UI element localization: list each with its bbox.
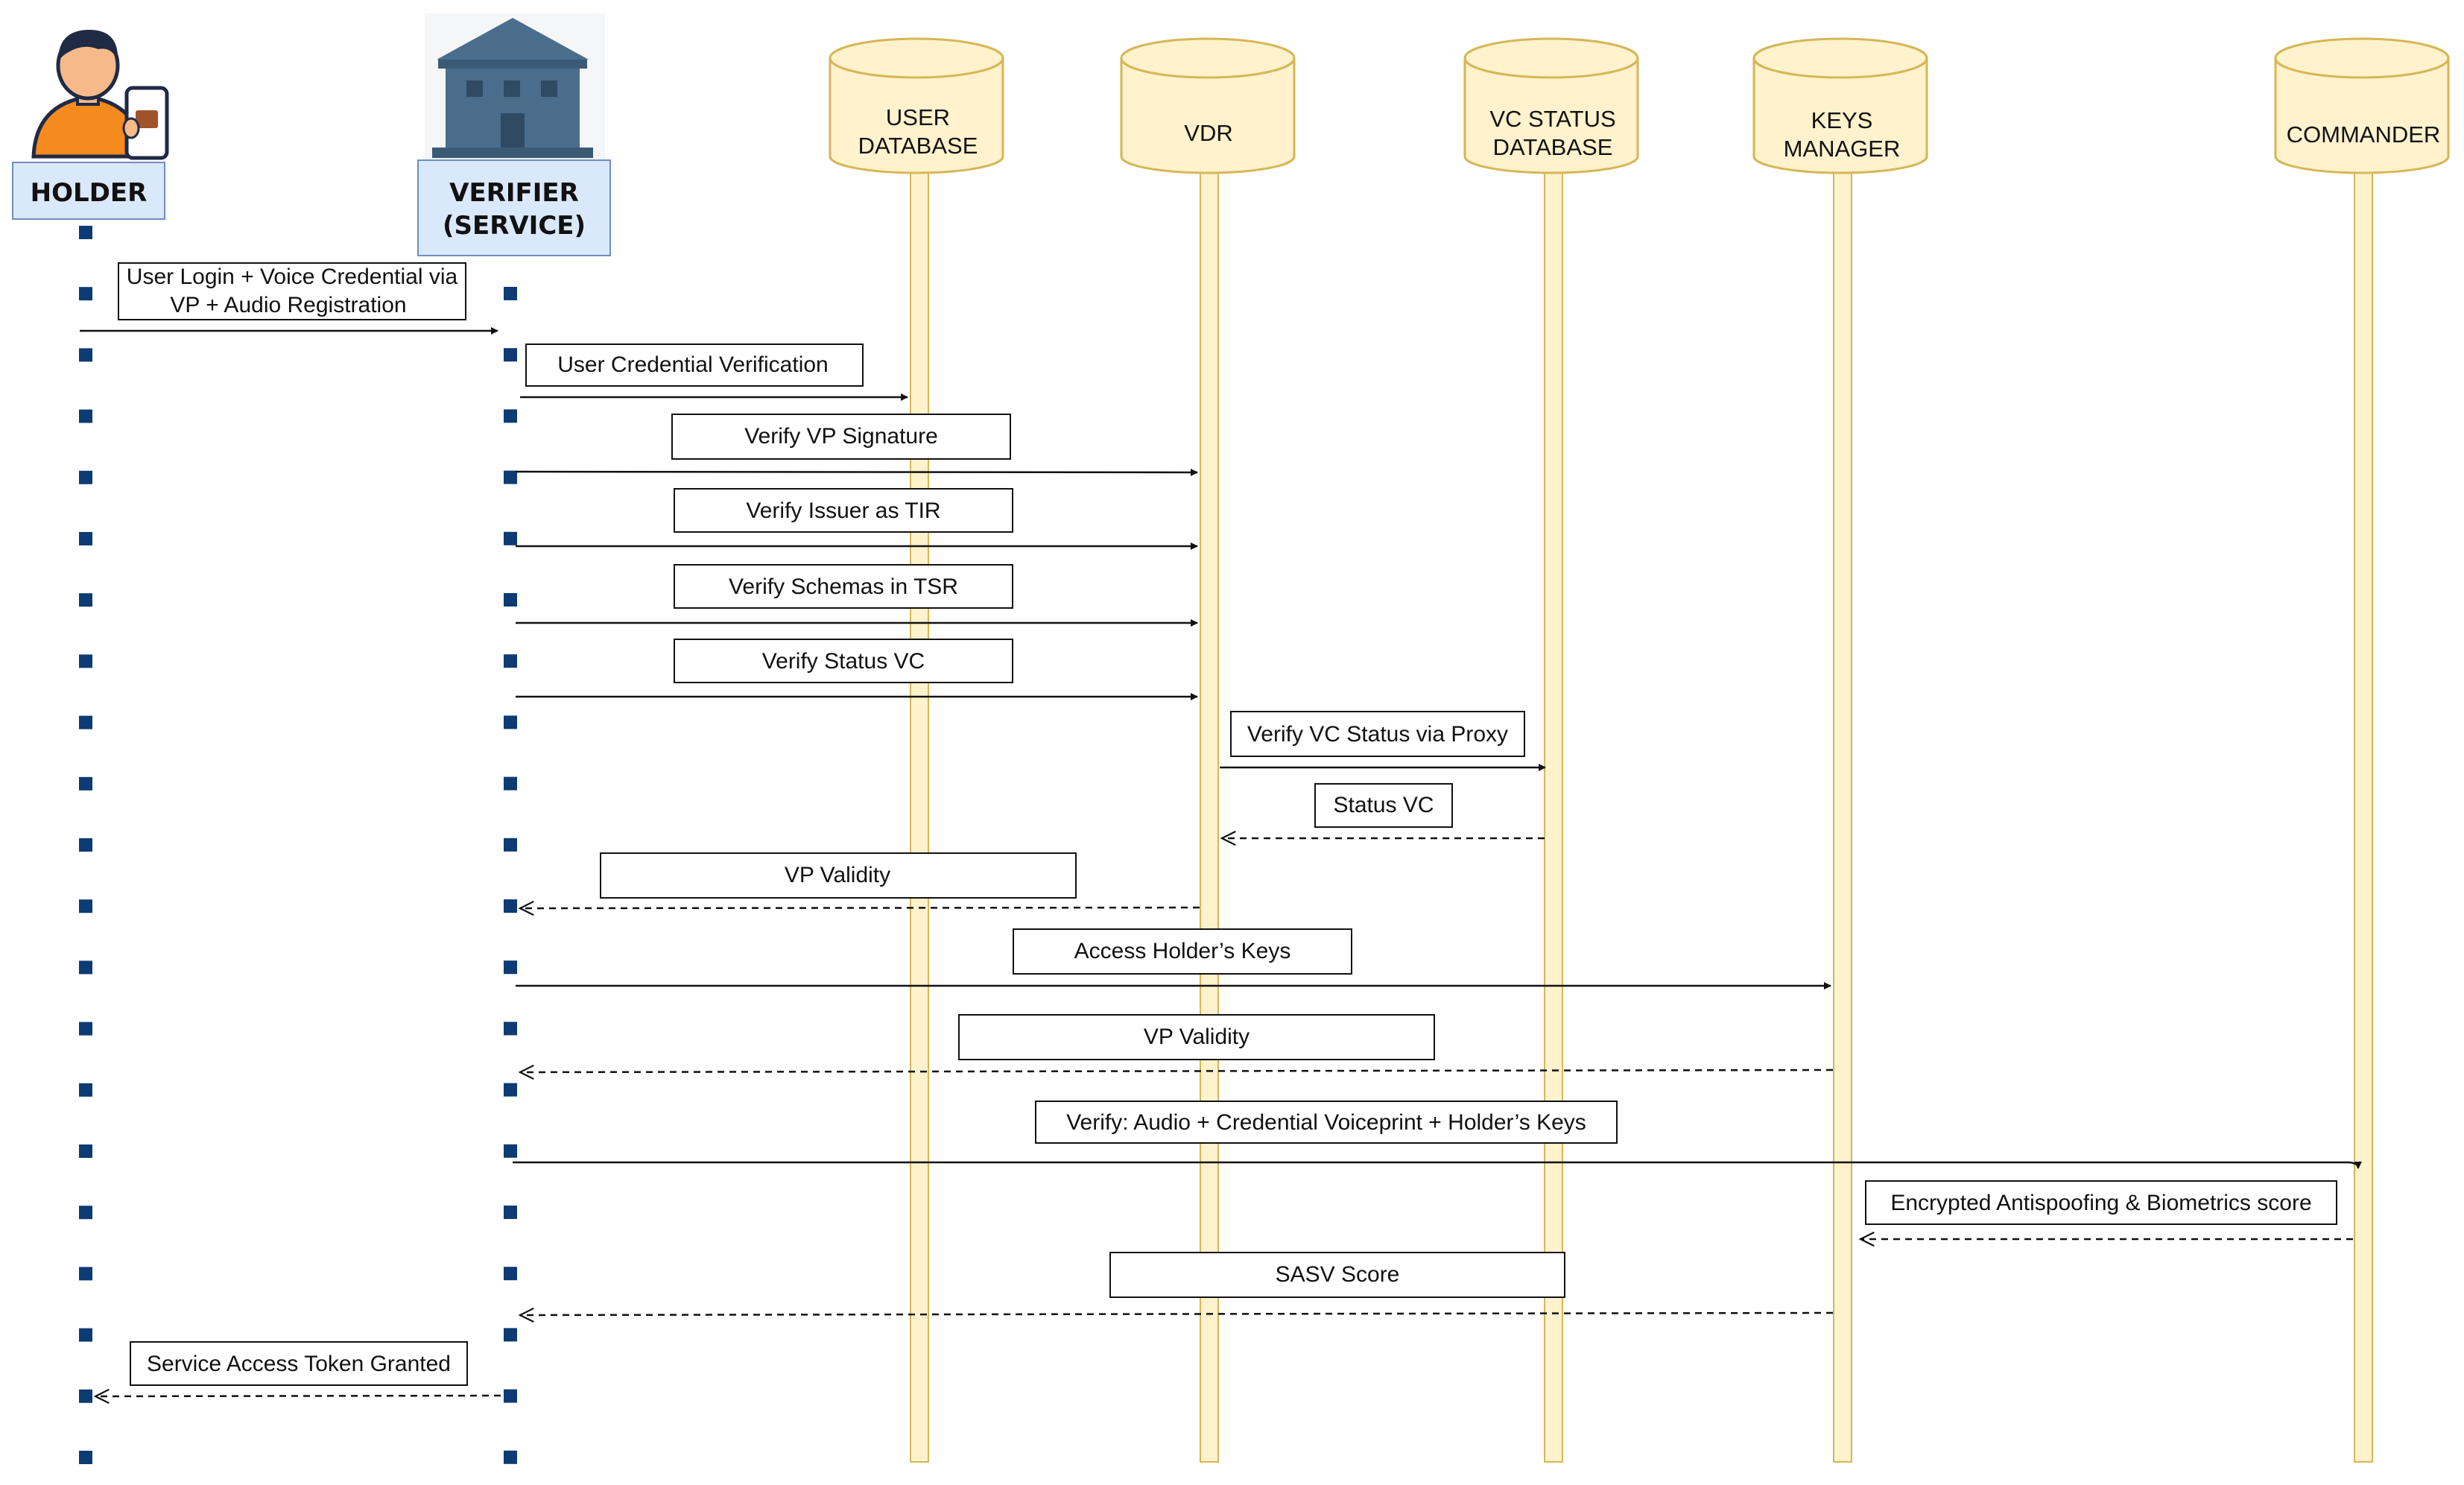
message-login-label-line2: VP + Audio Registration	[170, 293, 406, 317]
message-verify-status-vc: Verify Status VC	[516, 639, 1198, 700]
holder-lifeline-dot	[79, 348, 92, 362]
message-vp-validity-vdr-label: VP Validity	[785, 863, 890, 887]
holder-lifeline-dot	[79, 287, 92, 301]
lifeline-commander	[2354, 172, 2373, 1463]
message-login-label-line1: User Login + Voice Credential via	[127, 265, 458, 289]
verifier-lifeline-dot	[504, 1328, 517, 1342]
holder-lifeline-dot	[79, 715, 92, 729]
verifier-lifeline-dot	[504, 960, 517, 975]
message-token-label: Service Access Token Granted	[147, 1352, 451, 1376]
database-vc-status-label-line2: DATABASE	[1493, 134, 1613, 160]
message-vp-validity-keys: VP Validity	[520, 1014, 1834, 1072]
verifier-lifeline-dot	[504, 838, 517, 852]
message-antispoofing-score: Encrypted Antispoofing & Biometrics scor…	[1860, 1180, 2353, 1239]
holder-lifeline-dot	[79, 1083, 92, 1097]
verifier-lifeline-dot	[504, 1144, 517, 1158]
verifier-lifeline-dot	[504, 470, 517, 484]
message-sasv-label: SASV Score	[1276, 1262, 1400, 1287]
message-service-access-token: Service Access Token Granted	[95, 1341, 501, 1396]
message-sasv-score: SASV Score	[520, 1252, 1834, 1315]
holder-lifeline-dot	[79, 654, 92, 668]
database-user-label-line1: USER	[886, 104, 950, 130]
message-status-vc-return: Status VC	[1222, 783, 1545, 838]
holder-lifeline-dot	[79, 838, 92, 852]
holder-lifeline-dot	[79, 1328, 92, 1342]
lifeline-vdr	[1200, 172, 1219, 1463]
message-audio-voiceprint-label: Verify: Audio + Credential Voiceprint + …	[1066, 1110, 1586, 1135]
verifier-lifeline-dot	[504, 654, 517, 668]
lifeline-keys-manager	[1833, 172, 1852, 1463]
holder-lifeline-dot	[79, 1389, 92, 1403]
message-access-keys-label: Access Holder’s Keys	[1074, 939, 1291, 963]
message-access-holder-keys: Access Holder’s Keys	[516, 928, 1831, 990]
verifier-lifeline-dot	[504, 531, 517, 545]
verifier-lifeline-dot	[504, 593, 517, 607]
holder-lifeline-dot	[79, 1267, 92, 1281]
message-vp-validity-keys-label: VP Validity	[1144, 1025, 1250, 1049]
message-verify-schemas-tsr: Verify Schemas in TSR	[516, 564, 1198, 627]
database-vdr-label: VDR	[1184, 120, 1232, 146]
message-schemas-tsr-label: Verify Schemas in TSR	[729, 574, 958, 599]
holder-lifeline-dot	[79, 899, 92, 914]
holder-lifeline-dot	[79, 226, 92, 239]
message-user-credential-verification: User Credential Verification	[520, 343, 908, 401]
lifeline-user-database	[910, 172, 929, 1463]
actor-holder: HOLDER	[12, 30, 169, 220]
building-icon	[425, 13, 605, 159]
message-verify-vc-status-proxy: Verify VC Status via Proxy	[1220, 711, 1546, 771]
verifier-lifeline-dot	[504, 409, 517, 423]
holder-lifeline-dot	[79, 776, 92, 791]
verifier-lifeline-dot	[504, 1450, 517, 1464]
verifier-label-line1: VERIFIER	[449, 178, 579, 208]
message-verify-vp-signature: Verify VP Signature	[515, 414, 1198, 476]
message-vp-signature-label: Verify VP Signature	[744, 424, 938, 449]
verifier-lifeline-dot	[504, 899, 517, 913]
holder-lifeline-dot	[79, 1144, 92, 1158]
message-vp-validity-vdr: VP Validity	[520, 852, 1200, 908]
message-antispoofing-label: Encrypted Antispoofing & Biometrics scor…	[1890, 1191, 2311, 1215]
person-with-phone-icon	[31, 30, 169, 160]
verifier-lifeline-dot	[504, 1022, 517, 1036]
database-commander-label: COMMANDER	[2287, 121, 2441, 148]
database-commander: COMMANDER	[2274, 37, 2450, 174]
holder-lifeline-dot	[79, 1451, 92, 1464]
message-status-vc-return-label: Status VC	[1333, 793, 1434, 817]
message-verify-issuer-tir: Verify Issuer as TIR	[516, 488, 1198, 550]
message-issuer-tir-label: Verify Issuer as TIR	[746, 498, 940, 523]
lifeline-verifier	[504, 287, 517, 1464]
verifier-lifeline-dot	[504, 287, 517, 300]
database-keys-manager-label-line1: KEYS	[1811, 107, 1873, 133]
verifier-label-line2: (SERVICE)	[443, 211, 586, 241]
holder-lifeline-dot	[79, 532, 92, 545]
message-verify-audio-voiceprint: Verify: Audio + Credential Voiceprint + …	[513, 1101, 2362, 1169]
verifier-lifeline-dot	[504, 348, 517, 362]
holder-lifeline-dot	[79, 470, 92, 484]
database-vdr: VDR	[1120, 37, 1296, 174]
holder-lifeline-dot	[79, 593, 92, 607]
holder-lifeline-dot	[79, 960, 92, 975]
holder-lifeline-dot	[79, 409, 92, 423]
message-user-credential-label: User Credential Verification	[557, 352, 829, 377]
holder-lifeline-dot	[79, 1206, 92, 1220]
database-keys-manager: KEYS MANAGER	[1752, 37, 1928, 174]
database-keys-manager-label-line2: MANAGER	[1784, 136, 1901, 162]
verifier-lifeline-dot	[504, 1083, 517, 1097]
verifier-lifeline-dot	[504, 715, 517, 729]
holder-lifeline-dot	[79, 1022, 92, 1036]
database-user-label-line2: DATABASE	[858, 133, 978, 159]
message-login-registration: User Login + Voice Credential via VP + A…	[80, 262, 498, 335]
database-vc-status: VC STATUS DATABASE	[1463, 37, 1639, 174]
message-vc-status-proxy-label: Verify VC Status via Proxy	[1247, 722, 1508, 747]
lifeline-holder	[79, 226, 92, 1464]
actor-verifier: VERIFIER (SERVICE)	[417, 13, 611, 256]
verifier-lifeline-dot	[504, 1389, 517, 1403]
verifier-lifeline-dot	[504, 1267, 517, 1281]
message-status-vc-label: Verify Status VC	[762, 649, 925, 674]
database-vc-status-label-line1: VC STATUS	[1489, 106, 1615, 132]
verifier-lifeline-dot	[504, 776, 517, 791]
holder-label: HOLDER	[31, 178, 148, 208]
database-user: USER DATABASE	[829, 37, 1004, 174]
verifier-lifeline-dot	[504, 1206, 517, 1219]
